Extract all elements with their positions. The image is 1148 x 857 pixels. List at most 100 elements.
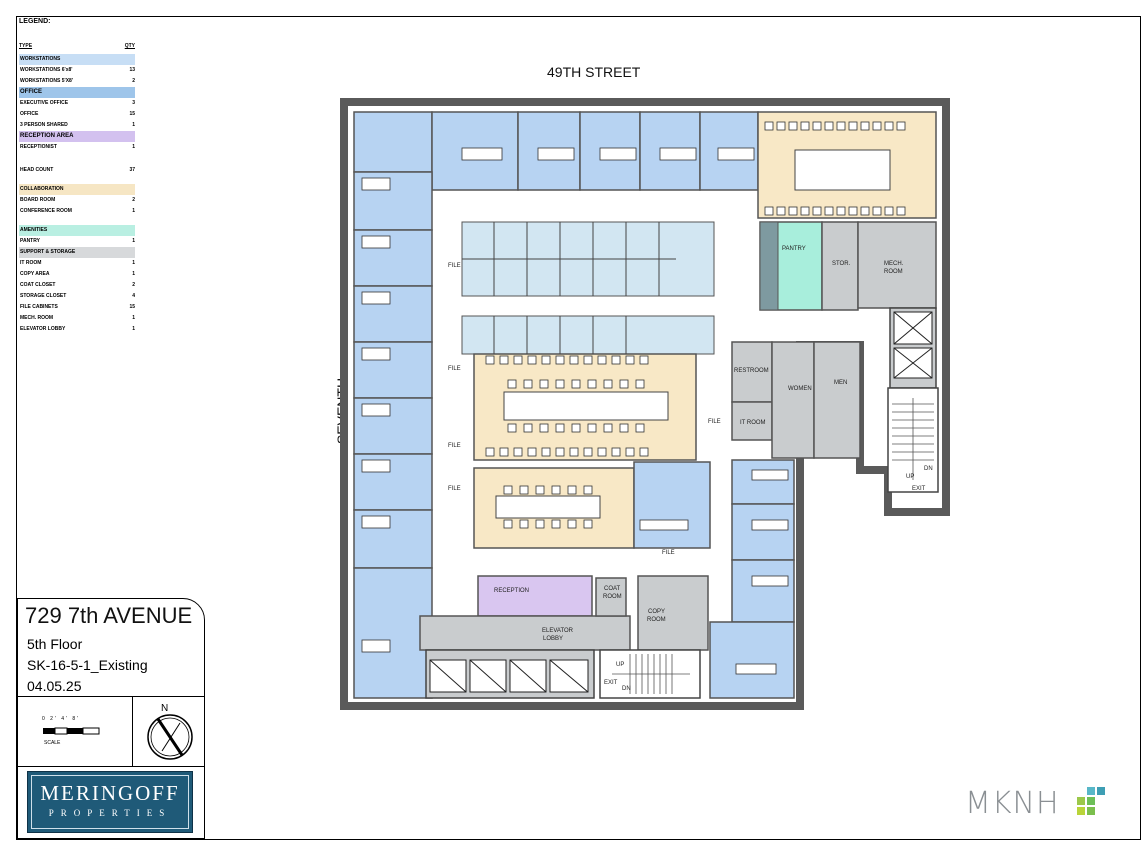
- stair-dn-label: DN: [622, 686, 631, 692]
- legend-row: WORKSTATIONS 5'X8'2: [19, 76, 135, 87]
- legend-row: BOARD ROOM 2: [19, 195, 135, 206]
- legend-label: WORKSTATIONS: [20, 56, 61, 62]
- conference-room-table: [495, 495, 601, 519]
- legend-label: OFFICE: [20, 111, 39, 117]
- it-room-label: IT ROOM: [740, 420, 766, 426]
- it-room: [731, 401, 773, 441]
- legend-label: RECEPTIONIST: [20, 144, 57, 150]
- exit-label: EXIT: [912, 486, 926, 492]
- legend-label: COLLABORATION: [20, 186, 64, 192]
- men-label: MEN: [834, 380, 847, 386]
- north-arrow-icon: N: [147, 703, 193, 760]
- legend-band-amenities: AMENITIES: [19, 225, 135, 236]
- legend-label: COPY AREA: [20, 271, 50, 277]
- legend-row: PANTRY 1: [19, 236, 135, 247]
- board-room-center-table: [503, 391, 669, 421]
- legend-qty: 2: [132, 197, 135, 203]
- legend-label: STORAGE CLOSET: [20, 293, 67, 299]
- legend-row: IT ROOM 1: [19, 258, 135, 269]
- legend-row: WORKSTATIONS 6'x8' 13: [19, 65, 135, 76]
- stair-dn-label: DN: [924, 466, 933, 472]
- legend-row: RECEPTIONIST 1: [19, 142, 135, 153]
- legend-panel: LEGEND: TYPE QTY WORKSTATIONS WORKSTATIO…: [19, 18, 135, 335]
- legend-qty: 13: [129, 67, 135, 73]
- legend-qty: 3: [132, 100, 135, 106]
- stair-up-label: UP: [906, 474, 914, 480]
- elevator-car-3-x: [509, 659, 547, 693]
- storage-label: STOR.: [832, 261, 851, 267]
- mech-label-2: ROOM: [884, 269, 903, 275]
- legend-row: COPY AREA 1: [19, 269, 135, 280]
- legend-qty: 2: [132, 78, 135, 84]
- office-right-1: [731, 459, 795, 505]
- legend-qty: 1: [132, 238, 135, 244]
- file-label: FILE: [448, 486, 461, 492]
- elevator-lobby: [419, 615, 631, 651]
- legend-label: 3 PERSON SHARED: [20, 122, 68, 128]
- legend-band-office: OFFICE: [19, 87, 135, 98]
- legend-band-support: SUPPORT & STORAGE: [19, 247, 135, 258]
- office-right-4: [709, 621, 795, 699]
- copy-room-label-1: COPY: [648, 609, 665, 615]
- file-label: FILE: [662, 550, 675, 556]
- legend-label: BOARD ROOM: [20, 197, 56, 203]
- legend-qty: 1: [132, 260, 135, 266]
- owner-subtitle: PROPERTIES: [48, 808, 172, 818]
- legend-label: PANTRY: [20, 238, 40, 244]
- restroom-label: RESTROOM: [734, 368, 769, 374]
- women-label: WOMEN: [788, 386, 812, 392]
- drawing-sheet-border: [16, 16, 1141, 840]
- legend-label: IT ROOM: [20, 260, 42, 266]
- floor-label: 5th Floor: [27, 636, 83, 652]
- street-label-49th: 49TH STREET: [547, 64, 641, 80]
- legend-header-row: TYPE QTY: [19, 43, 135, 51]
- legend-label: SUPPORT & STORAGE: [20, 249, 76, 255]
- legend-row: STORAGE CLOSET 4: [19, 291, 135, 302]
- office-right-2: [731, 503, 795, 561]
- office-top-1: [353, 111, 433, 173]
- workstation-cluster-mid: [461, 315, 715, 355]
- legend-label: EXECUTIVE OFFICE: [20, 100, 69, 106]
- scale-ticks: 0 2' 4' 8': [42, 716, 81, 722]
- legend-qty: 1: [132, 144, 135, 150]
- office-desks: [361, 147, 789, 675]
- office-top-2: [431, 111, 519, 191]
- legend-row: EXECUTIVE OFFICE 3: [19, 98, 135, 109]
- legend-row: MECH. ROOM 1: [19, 313, 135, 324]
- coat-room: [595, 577, 627, 617]
- legend-qty: 1: [132, 326, 135, 332]
- elevator-car-2-x: [469, 659, 507, 693]
- file-label: FILE: [448, 263, 461, 269]
- mech-label-1: MECH.: [884, 261, 904, 267]
- reception-label: RECEPTION: [494, 588, 529, 594]
- legend-qty: 1: [132, 315, 135, 321]
- divider: [18, 696, 204, 697]
- stair-south-treads: [612, 654, 690, 694]
- legend-qty: 1: [132, 271, 135, 277]
- legend-qty: 4: [132, 293, 135, 299]
- office-right-3: [731, 559, 795, 623]
- elevator-shaft-east-x: [893, 311, 933, 379]
- exit-label: EXIT: [604, 680, 618, 686]
- legend-qty: 15: [129, 111, 135, 117]
- legend-label: RECEPTION AREA: [20, 133, 74, 139]
- legend-qty: 2: [132, 282, 135, 288]
- legend-band-workstations: WORKSTATIONS: [19, 54, 135, 65]
- legend-title: LEGEND:: [19, 18, 51, 25]
- legend-label: FILE CABINETS: [20, 304, 58, 310]
- copy-room-label-2: ROOM: [647, 617, 666, 623]
- file-label: FILE: [448, 366, 461, 372]
- legend-row: OFFICE 15: [19, 109, 135, 120]
- drawing-number: SK-16-5-1_Existing: [27, 657, 148, 673]
- owner-name: MERINGOFF: [40, 781, 180, 805]
- legend-label: CONFERENCE ROOM: [20, 208, 72, 214]
- legend-label: MECH. ROOM: [20, 315, 54, 321]
- divider: [18, 766, 204, 767]
- legend-label: WORKSTATIONS 6'x8': [20, 67, 73, 73]
- owner-logo: MERINGOFF PROPERTIES: [27, 771, 193, 833]
- elevator-lobby-label-2: LOBBY: [543, 636, 563, 642]
- coat-room-label-2: ROOM: [603, 594, 622, 600]
